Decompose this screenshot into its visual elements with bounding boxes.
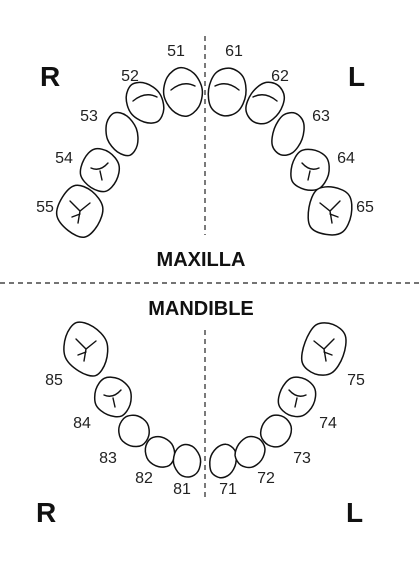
right-upper-label: R <box>40 61 60 92</box>
tooth-number-label: 72 <box>257 470 275 487</box>
tooth-groove <box>301 162 320 181</box>
maxilla-tooth-65: 65 <box>307 186 374 236</box>
tooth-outline <box>277 376 317 418</box>
tooth-number-label: 52 <box>121 68 139 85</box>
mandible-title: MANDIBLE <box>148 298 254 320</box>
tooth-number-label: 84 <box>73 415 91 432</box>
tooth-number-label: 85 <box>45 372 63 389</box>
tooth-groove <box>288 389 307 408</box>
left-lower-label: L <box>346 497 363 528</box>
mandible-tooth-72: 72 <box>234 435 275 487</box>
tooth-number-label: 81 <box>173 481 191 498</box>
tooth-number-label: 54 <box>55 150 73 167</box>
left-upper-label: L <box>348 61 365 92</box>
tooth-groove <box>319 200 341 224</box>
tooth-outline <box>271 111 305 156</box>
tooth-groove <box>313 338 335 362</box>
tooth-outline <box>79 147 121 193</box>
maxilla-tooth-61: 61 <box>207 43 247 117</box>
mandible-tooth-73: 73 <box>259 414 311 467</box>
maxilla-arch: 55 54 53 52 51 61 62 63 64 65 <box>36 43 374 238</box>
tooth-outline <box>259 414 293 448</box>
maxilla-tooth-55: 55 <box>36 184 104 238</box>
tooth-groove <box>170 83 196 91</box>
maxilla-title: MAXILLA <box>157 249 246 271</box>
mandible-arch: 85 84 83 82 81 71 72 73 74 75 <box>45 321 365 498</box>
maxilla-tooth-64: 64 <box>290 148 355 192</box>
right-lower-label: R <box>36 497 56 528</box>
tooth-outline <box>245 81 286 125</box>
tooth-outline <box>234 435 266 469</box>
tooth-groove <box>90 162 109 181</box>
mandible-tooth-74: 74 <box>277 376 337 432</box>
tooth-number-label: 63 <box>312 108 330 125</box>
maxilla-tooth-62: 62 <box>245 68 289 125</box>
tooth-number-label: 62 <box>271 68 289 85</box>
tooth-outline <box>207 67 247 117</box>
mandible-tooth-81: 81 <box>172 443 202 498</box>
tooth-number-label: 64 <box>337 150 355 167</box>
tooth-outline <box>93 376 132 418</box>
tooth-number-label: 74 <box>319 415 337 432</box>
tooth-number-label: 82 <box>135 470 153 487</box>
tooth-number-label: 73 <box>293 450 311 467</box>
tooth-groove <box>132 94 158 102</box>
maxilla-tooth-53: 53 <box>80 108 139 157</box>
tooth-outline <box>125 81 165 124</box>
mandible-tooth-84: 84 <box>73 376 132 432</box>
tooth-number-label: 55 <box>36 199 54 216</box>
tooth-groove <box>75 338 97 362</box>
mandible-tooth-75: 75 <box>300 322 365 389</box>
tooth-outline <box>118 414 150 448</box>
tooth-groove <box>252 94 278 102</box>
tooth-number-label: 61 <box>225 43 243 60</box>
maxilla-tooth-52: 52 <box>121 68 165 124</box>
maxilla-tooth-63: 63 <box>271 108 330 156</box>
mandible-tooth-85: 85 <box>45 321 109 389</box>
tooth-number-label: 65 <box>356 199 374 216</box>
tooth-number-label: 75 <box>347 372 365 389</box>
mandible-tooth-71: 71 <box>209 443 237 498</box>
tooth-groove <box>69 200 91 224</box>
tooth-outline <box>105 111 139 157</box>
tooth-number-label: 51 <box>167 43 185 60</box>
maxilla-tooth-54: 54 <box>55 147 121 193</box>
mandible-tooth-83: 83 <box>99 414 150 467</box>
tooth-number-label: 71 <box>219 481 237 498</box>
tooth-outline <box>162 66 204 118</box>
tooth-outline <box>209 443 237 479</box>
tooth-number-label: 83 <box>99 450 117 467</box>
maxilla-tooth-51: 51 <box>162 43 204 118</box>
tooth-number-label: 53 <box>80 108 98 125</box>
tooth-groove <box>103 389 122 408</box>
tooth-outline <box>172 443 202 478</box>
tooth-outline <box>144 435 176 468</box>
mandible-tooth-82: 82 <box>135 435 176 487</box>
tooth-outline <box>290 148 330 192</box>
tooth-groove <box>214 83 240 91</box>
